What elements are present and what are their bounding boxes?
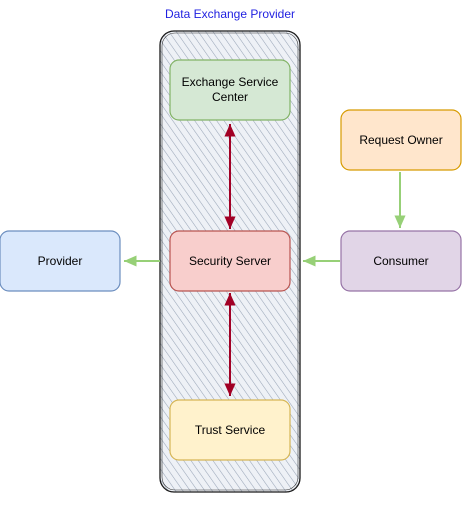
node-provider[interactable]: Provider	[0, 230, 121, 292]
node-security-server[interactable]: Security Server	[169, 230, 291, 292]
consumer-label: Consumer	[373, 254, 428, 268]
request-owner-label: Request Owner	[359, 133, 442, 147]
node-exchange-service-center[interactable]: Exchange Service Center	[169, 59, 291, 121]
container-title: Data Exchange Provider	[165, 7, 295, 21]
node-trust-service[interactable]: Trust Service	[169, 399, 291, 461]
security-server-box	[169, 230, 291, 292]
consumer-box	[340, 230, 462, 292]
node-request-owner[interactable]: Request Owner	[340, 109, 462, 171]
node-consumer[interactable]: Consumer	[340, 230, 462, 292]
exchange-service-center-box	[169, 59, 291, 121]
container-sketch-outline	[161, 32, 299, 491]
exchange-service-center-label-line2: Center	[212, 90, 248, 104]
request-owner-box	[340, 109, 462, 171]
security-server-label: Security Server	[189, 254, 271, 268]
provider-box	[0, 230, 121, 292]
trust-service-box	[169, 399, 291, 461]
provider-label: Provider	[38, 254, 83, 268]
trust-service-label: Trust Service	[195, 423, 266, 437]
exchange-service-center-label-line1: Exchange Service	[182, 75, 279, 89]
